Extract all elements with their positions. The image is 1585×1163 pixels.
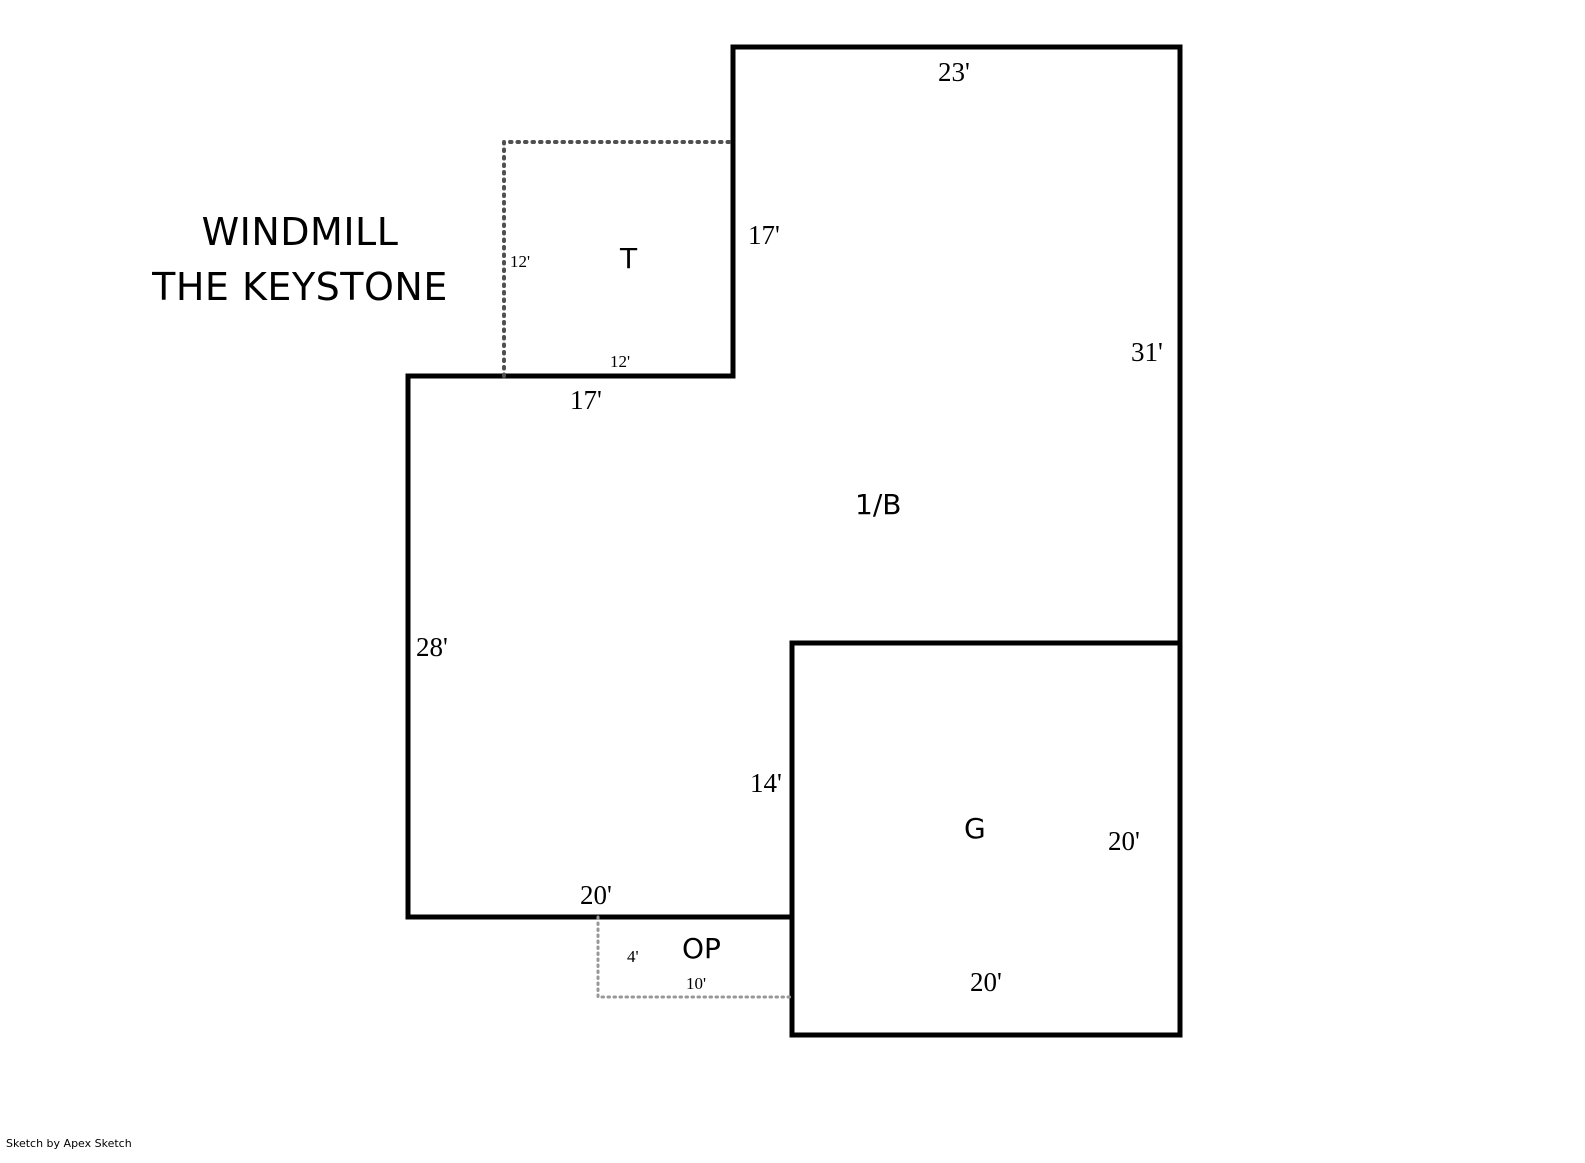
dim-main-right: 31': [1131, 337, 1163, 367]
area-label-main-dwelling: 1/B: [855, 488, 902, 521]
dim-open-porch-left: 4': [627, 947, 639, 966]
title-line-1: WINDMILL: [201, 210, 399, 254]
open-porch-dotted-outline: [596, 915, 794, 999]
area-label-garage: G: [964, 812, 986, 845]
dim-main-upper-left-jog: 17': [748, 220, 780, 250]
area-label-terrace: T: [620, 242, 638, 275]
sketch-title-block: WINDMILL THE KEYSTONE: [110, 205, 490, 315]
dim-open-porch-bottom: 10': [686, 974, 707, 993]
dim-main-garage-left-jog: 14': [750, 768, 782, 798]
terrace-dotted-outline: [502, 140, 735, 378]
dim-garage-right: 20': [1108, 826, 1140, 856]
dim-main-bottom: 20': [580, 880, 612, 910]
dim-main-left: 28': [416, 632, 448, 662]
dim-main-top: 23': [938, 57, 970, 87]
dim-terrace-bottom: 12': [610, 352, 631, 371]
title-line-2: THE KEYSTONE: [152, 265, 448, 310]
dim-garage-bottom: 20': [970, 967, 1002, 997]
dim-main-upper-bottom-jog: 17': [570, 385, 602, 415]
area-label-open-porch: OP: [682, 932, 721, 965]
dim-terrace-left: 12': [510, 252, 531, 271]
sketch-credit-footer: Sketch by Apex Sketch: [6, 1137, 132, 1150]
